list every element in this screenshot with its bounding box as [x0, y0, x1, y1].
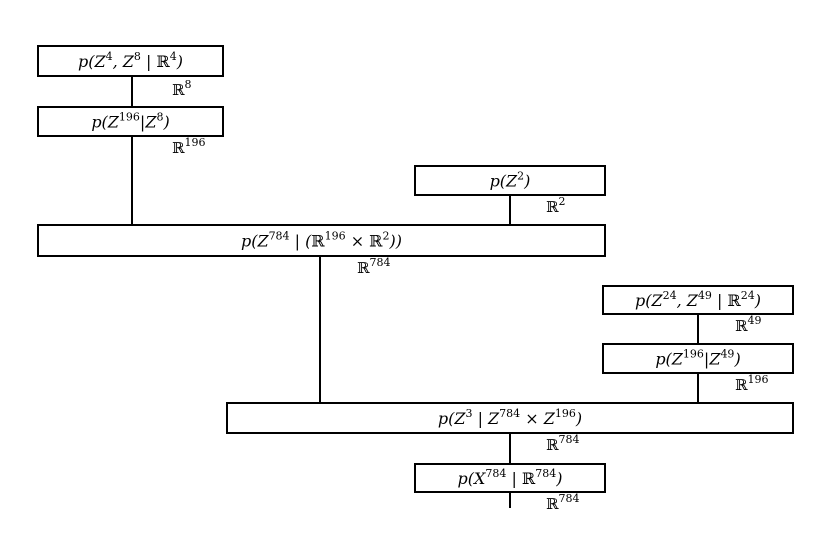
node-box-6	[602, 343, 794, 374]
edge-space-label-8: ℝ784	[546, 492, 579, 513]
node-box-5	[602, 285, 794, 315]
node-box-3	[414, 165, 606, 196]
edge-space-label-3: ℝ2	[546, 195, 565, 216]
node-label-6: p(Z196|Z49)	[655, 348, 740, 369]
node-box-1	[37, 45, 224, 77]
edge-space-label-1: ℝ8	[172, 78, 191, 99]
node-box-7	[226, 402, 794, 434]
node-box-8	[414, 463, 606, 493]
node-label-5: p(Z24, Z49 | ℝ24)	[635, 289, 761, 310]
edge-space-label-5: ℝ49	[735, 314, 761, 335]
node-label-3: p(Z2)	[490, 170, 531, 191]
node-box-4	[37, 224, 606, 257]
node-box-2	[37, 106, 224, 137]
node-label-4: p(Z784 | (ℝ196 × ℝ2))	[241, 230, 402, 251]
edge-space-label-2: ℝ196	[172, 136, 205, 157]
node-label-1: p(Z4, Z8 | ℝ4)	[78, 50, 183, 71]
edge-space-label-6: ℝ196	[735, 373, 768, 394]
edge-space-label-7: ℝ784	[546, 433, 579, 454]
node-label-8: p(X784 | ℝ784)	[458, 467, 563, 488]
edge-space-label-4: ℝ784	[357, 256, 390, 277]
node-label-7: p(Z3 | Z784 × Z196)	[438, 407, 582, 428]
node-label-2: p(Z196|Z8)	[91, 111, 169, 132]
